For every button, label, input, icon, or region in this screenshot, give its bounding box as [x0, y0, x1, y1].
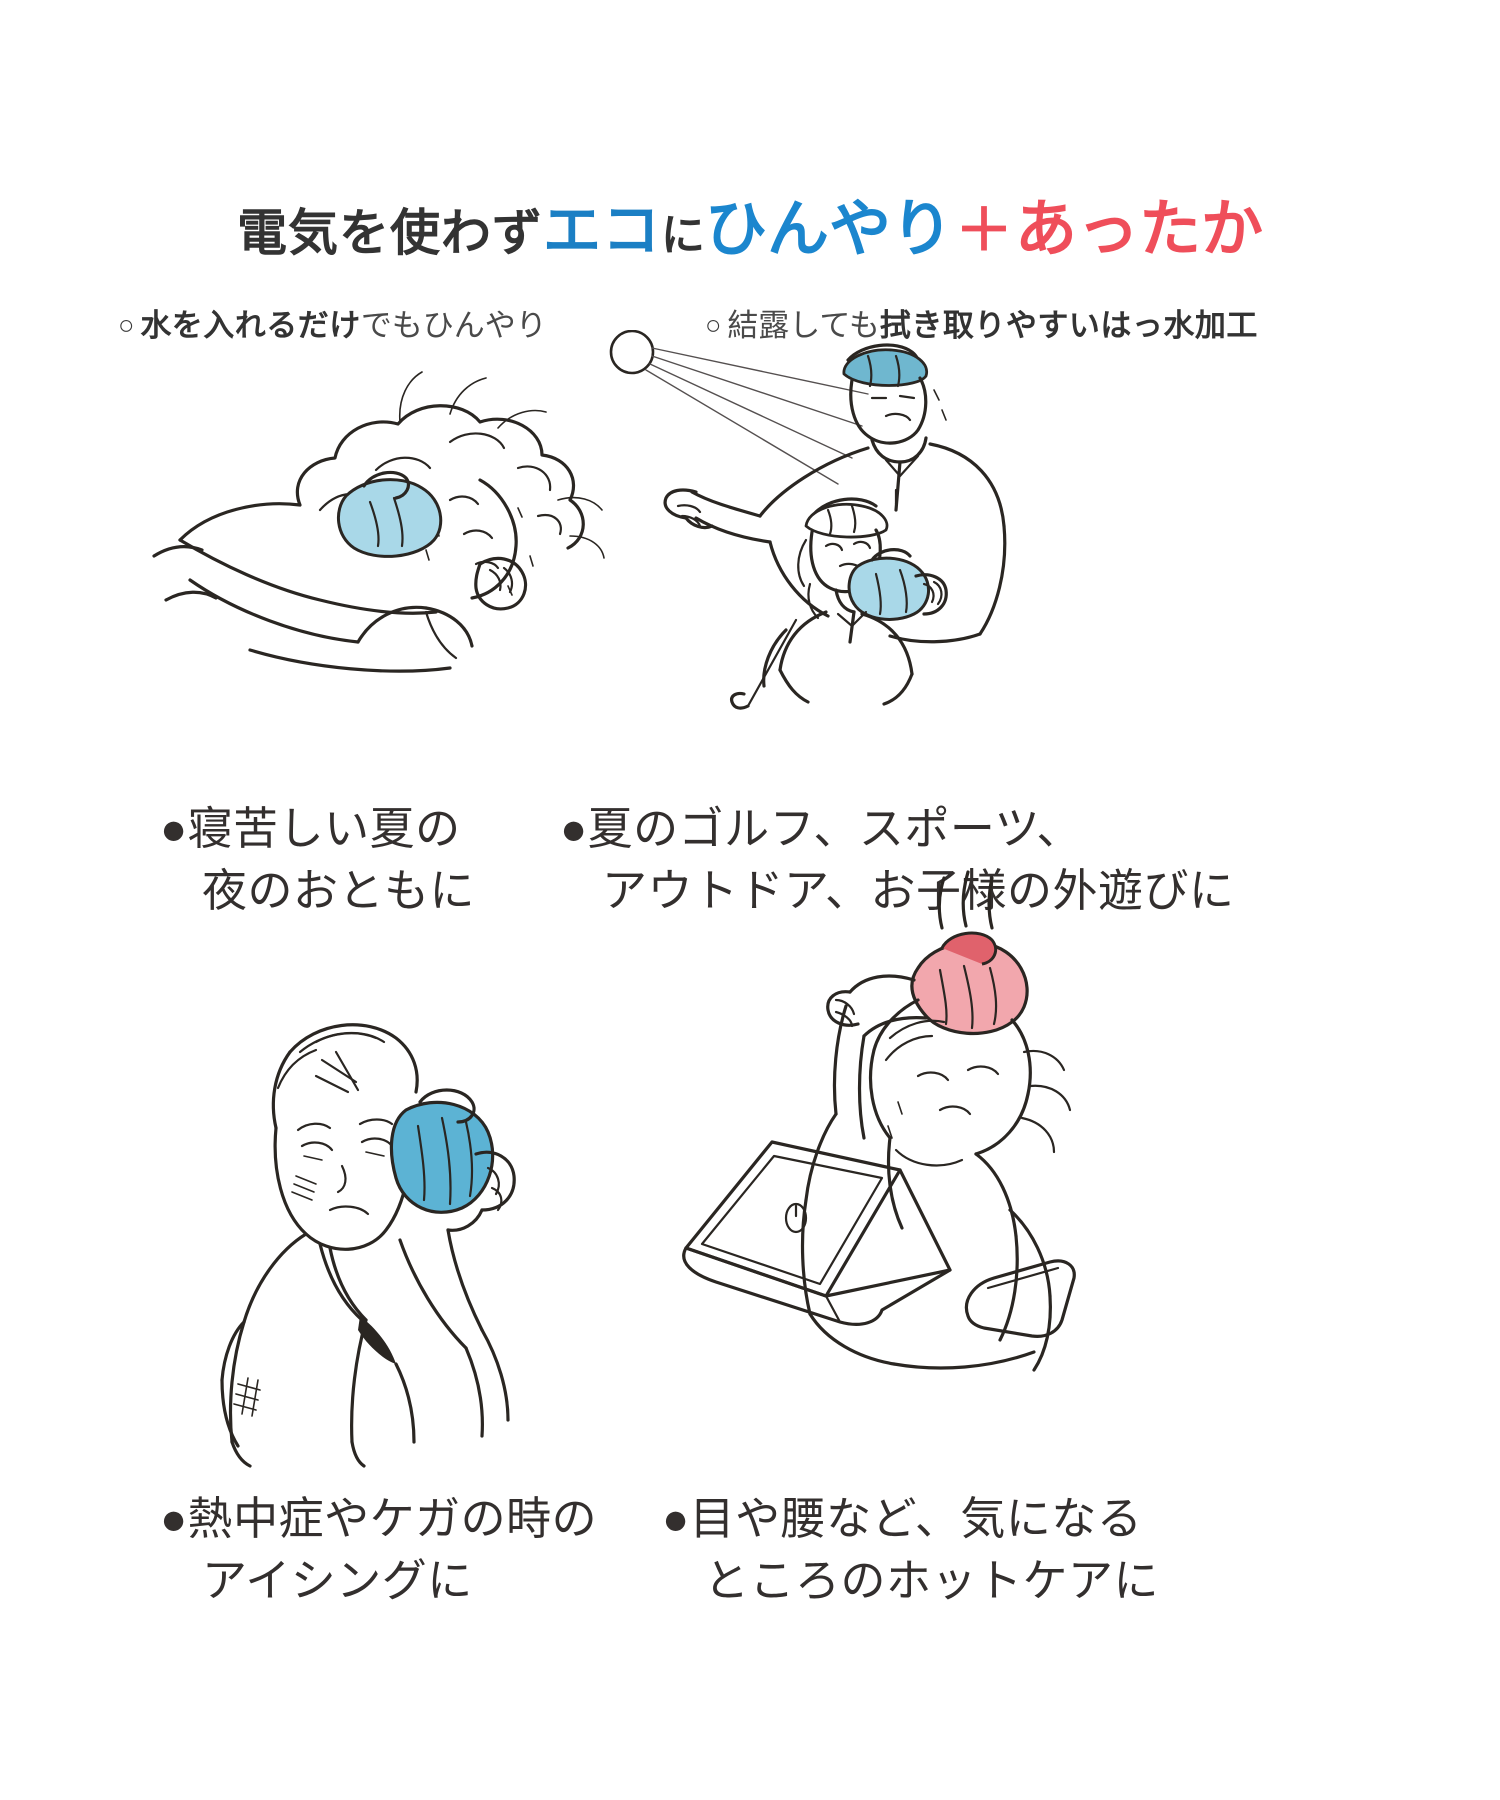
caption-sleeping-line1: ●寝苦しい夏の	[160, 803, 461, 854]
headline-particle-ni: に	[660, 211, 705, 260]
bullet-circle-icon: ○	[118, 310, 135, 340]
caption-hot-care-line1: ●目や腰など、気になる	[662, 1493, 1143, 1544]
caption-golf-sports-line2: アウトドア、お子様の外遊びに	[602, 865, 1235, 916]
illustration-heatstroke-icing	[170, 990, 600, 1468]
icing-illustration-svg	[220, 1023, 516, 1468]
hat-cool-pack	[842, 348, 929, 387]
illustration-golf-sports	[600, 330, 1160, 710]
phone-icon	[964, 1259, 1076, 1338]
caption-hot-care: ●目や腰など、気になる ところのホットケアに	[662, 1488, 1159, 1612]
illustration-hot-care	[650, 870, 1180, 1460]
headline-plus-sign: ＋	[955, 198, 1014, 263]
laptop-icon	[682, 1140, 952, 1326]
page-title: 電気を使わずエコにひんやり＋あったか	[0, 178, 1500, 268]
subheading-water-repellent-normal: 結露しても	[727, 308, 880, 343]
caption-golf-sports-line1: ●夏のゴルフ、スポーツ、	[560, 803, 1082, 854]
hot-care-illustration-svg	[682, 870, 1076, 1372]
subheading-water-repellent-bold: 拭き取りやすいはっ水加工	[879, 308, 1258, 343]
sun-icon	[609, 330, 655, 375]
caption-sleeping: ●寝苦しい夏の 夜のおともに	[160, 798, 475, 922]
subheading-row: ○水を入れるだけでもひんやり ○結露しても拭き取りやすいはっ水加工	[0, 300, 1500, 356]
bullet-circle-icon: ○	[705, 310, 722, 340]
caption-sleeping-line2: 夜のおともに	[202, 865, 476, 916]
steam-icon	[937, 870, 994, 930]
bandage-icon	[314, 1050, 360, 1094]
headline-part-eco-free: 電気を使わず	[236, 205, 543, 261]
caption-icing-line1: ●熱中症やケガの時の	[160, 1493, 598, 1544]
subheading-water-repellent: ○結露しても拭き取りやすいはっ水加工	[705, 302, 1258, 349]
subheading-water-cool-bold: 水を入れるだけ	[140, 308, 361, 343]
ice-pack-cool	[336, 478, 443, 558]
sleeping-illustration-svg	[152, 371, 605, 673]
illustration-sleeping	[150, 350, 610, 680]
subheading-water-cool: ○水を入れるだけでもひんやり	[118, 302, 547, 349]
caption-hot-care-line2: ところのホットケアに	[704, 1555, 1160, 1606]
caption-golf-sports: ●夏のゴルフ、スポーツ、 アウトドア、お子様の外遊びに	[560, 798, 1235, 922]
caption-icing-line2: アイシングに	[202, 1555, 473, 1606]
golf-sports-illustration-svg	[609, 330, 1007, 710]
headline-part-warm: あったか	[1015, 195, 1264, 264]
hot-pack-cap	[940, 931, 998, 966]
headline-part-eco: エコ	[542, 198, 661, 263]
visor-icon	[804, 502, 889, 539]
caption-heatstroke-icing: ●熱中症やケガの時の アイシングに	[160, 1488, 597, 1612]
subheading-water-cool-normal: でもひんやり	[360, 308, 547, 343]
headline-part-cool: ひんやり	[704, 195, 953, 264]
ice-pack-cool	[847, 556, 930, 621]
